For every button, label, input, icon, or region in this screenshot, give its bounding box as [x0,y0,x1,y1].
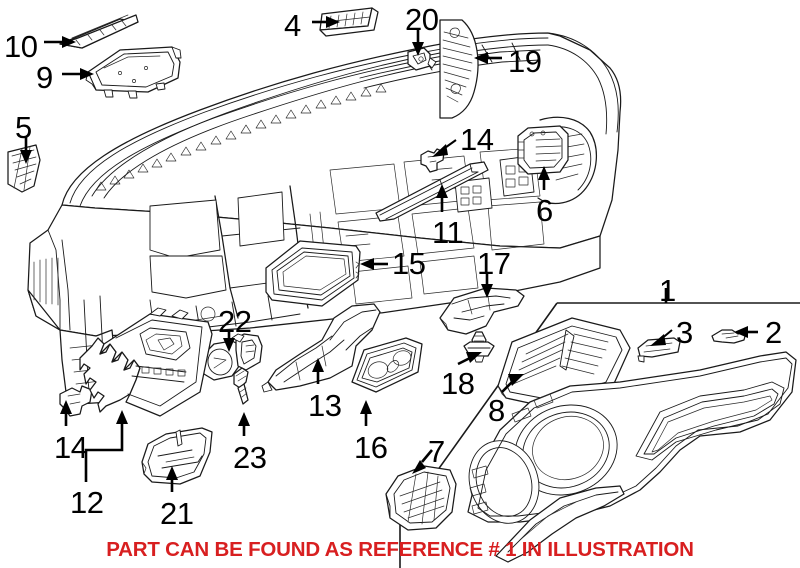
part-15-artwork [265,240,361,307]
leader-lines [20,16,758,492]
callout-19: 19 [508,44,542,79]
callout-6: 6 [536,193,553,228]
callout-14-upper: 14 [460,122,494,157]
part-7-artwork [385,465,457,531]
callout-16: 16 [354,430,388,465]
reference-note: PART CAN BE FOUND AS REFERENCE # 1 IN IL… [106,538,694,561]
part-19-artwork [439,19,479,119]
callout-13: 13 [308,388,342,423]
part-20-artwork [407,47,437,71]
part-12-artwork [79,307,213,417]
part-21-artwork [141,427,213,485]
part-13-artwork [261,303,381,393]
part-6-artwork [517,125,569,175]
callout-17: 17 [477,246,511,281]
part-17-artwork [439,287,525,335]
callout-23: 23 [233,440,267,475]
callout-21: 21 [160,496,194,531]
part-22-artwork [201,333,263,381]
callout-12: 12 [70,485,104,520]
part-16-artwork [351,337,423,393]
callout-9: 9 [36,60,53,95]
callout-8: 8 [488,393,505,428]
callout-5: 5 [15,110,32,145]
part-10-artwork [59,14,139,49]
callout-20: 20 [405,2,439,37]
callout-2: 2 [765,315,782,350]
callout-7: 7 [428,434,445,469]
callout-14-lower: 14 [54,430,88,465]
part-1-artwork [467,351,797,563]
part-23-artwork [233,367,249,405]
part-4-artwork [319,7,379,37]
callout-11: 11 [432,215,464,250]
callout-15: 15 [392,246,426,281]
part-3-artwork [637,337,681,363]
callout-22: 22 [218,304,252,339]
callout-4: 4 [284,8,301,43]
callout-3: 3 [676,315,693,350]
callout-1: 1 [659,273,676,308]
callout-18: 18 [441,366,475,401]
callout-10: 10 [4,29,38,64]
part-9-artwork [85,46,182,99]
part-11-artwork [375,161,489,222]
